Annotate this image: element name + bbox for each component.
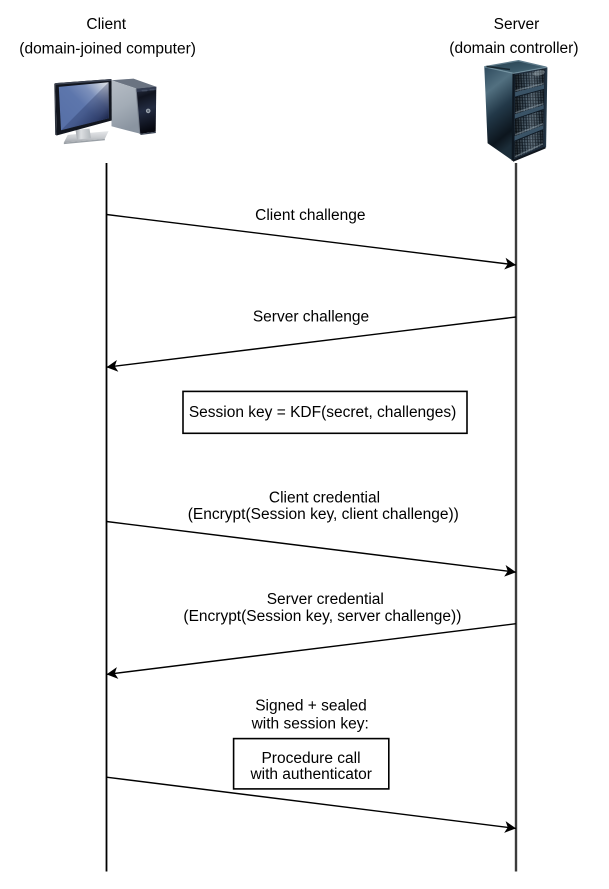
svg-text:(domain-joined computer): (domain-joined computer) — [19, 40, 196, 57]
svg-text:Server challenge: Server challenge — [253, 309, 369, 326]
svg-text:with authenticator: with authenticator — [249, 766, 372, 783]
svg-text:with session key:: with session key: — [251, 716, 369, 733]
svg-text:Server credential: Server credential — [267, 591, 384, 608]
svg-text:(Encrypt(Session key, server c: (Encrypt(Session key, server challenge)) — [183, 608, 461, 625]
svg-text:Client credential: Client credential — [269, 489, 380, 506]
svg-text:Server: Server — [494, 16, 540, 33]
svg-text:Client challenge: Client challenge — [255, 207, 365, 224]
svg-text:Signed + sealed: Signed + sealed — [255, 698, 367, 715]
svg-text:Client: Client — [86, 16, 126, 33]
svg-text:(domain controller): (domain controller) — [449, 40, 578, 57]
svg-text:(Encrypt(Session key, client c: (Encrypt(Session key, client challenge)) — [188, 506, 459, 523]
svg-text:Session key = KDF(secret, chal: Session key = KDF(secret, challenges) — [189, 404, 457, 421]
svg-text:Procedure call: Procedure call — [261, 750, 360, 767]
